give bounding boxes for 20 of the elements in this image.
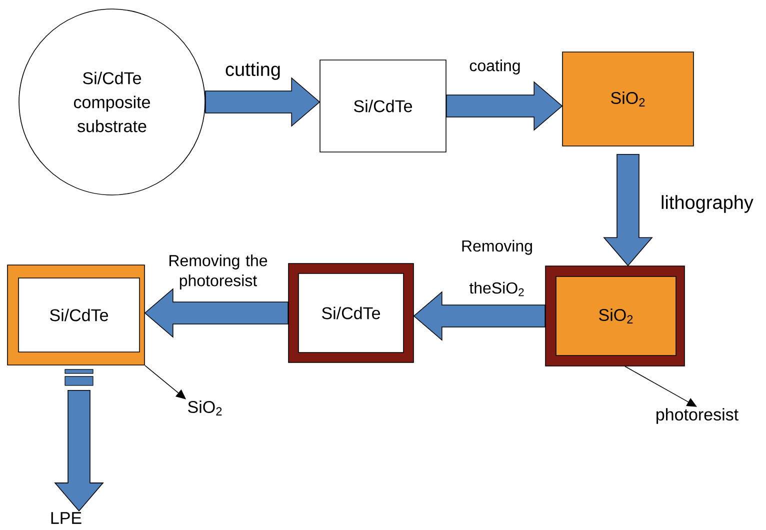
- block-arrow: [144, 288, 288, 338]
- process-box: SiO$_{2}$: [562, 52, 694, 146]
- edge-label: coating: [470, 60, 520, 74]
- block-arrow: [446, 81, 563, 131]
- node-label: SiO$_{2}$: [188, 400, 222, 416]
- block-arrow: [205, 77, 320, 127]
- node-label: LPE: [51, 512, 82, 524]
- process-box: Si/CdTe: [320, 60, 446, 152]
- process-box: Si/CdTe: [298, 273, 404, 353]
- leader-line: [624, 366, 697, 407]
- block-arrow: [54, 369, 104, 512]
- process-box: SiO$_{2}$: [556, 276, 676, 356]
- edge-label: cutting: [226, 62, 280, 80]
- node-label: photoresist: [656, 408, 738, 424]
- block-arrow: [413, 291, 546, 341]
- block-arrow: [603, 154, 653, 266]
- edge-label: lithography: [662, 195, 754, 213]
- edge-label: Removing theSiO$_{2}$: [462, 240, 532, 296]
- edge-label: Removing the photoresist: [170, 254, 268, 290]
- process-box: Si/CdTe: [18, 278, 140, 352]
